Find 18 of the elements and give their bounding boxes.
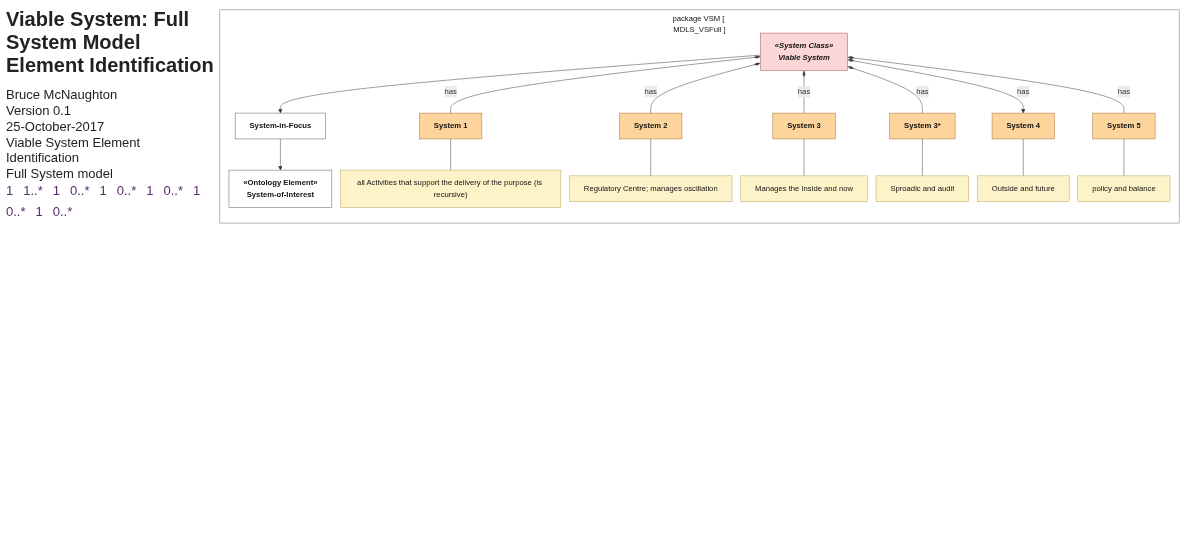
- multiplicity-label: 1..*: [23, 183, 43, 198]
- diagram-title: Viable System: Full System Model Element Identification: [6, 8, 215, 77]
- author-note: Version 0.1: [6, 103, 73, 118]
- multiplicity-label: 0..*: [116, 183, 137, 198]
- multiplicity-label: 1: [35, 204, 43, 219]
- multiplicity-label: 1: [146, 183, 154, 198]
- author-note: Full System model: [6, 166, 114, 181]
- author-note: 25-October-2017: [6, 119, 106, 134]
- multiplicity-label: 0..*: [163, 183, 183, 198]
- author-note: Bruce McNaughton: [6, 87, 119, 102]
- multiplicity-label: 1: [99, 183, 107, 198]
- multiplicity-label: 0..*: [70, 183, 90, 198]
- multiplicity-label: 1: [52, 183, 60, 198]
- multiplicity-label: 0..*: [52, 204, 73, 219]
- multiplicity-label: 0..*: [6, 204, 26, 219]
- multiplicity-label: 1: [193, 183, 201, 198]
- author-note: Viable System Element Identification: [6, 135, 142, 165]
- multiplicity-label: 1: [6, 183, 14, 198]
